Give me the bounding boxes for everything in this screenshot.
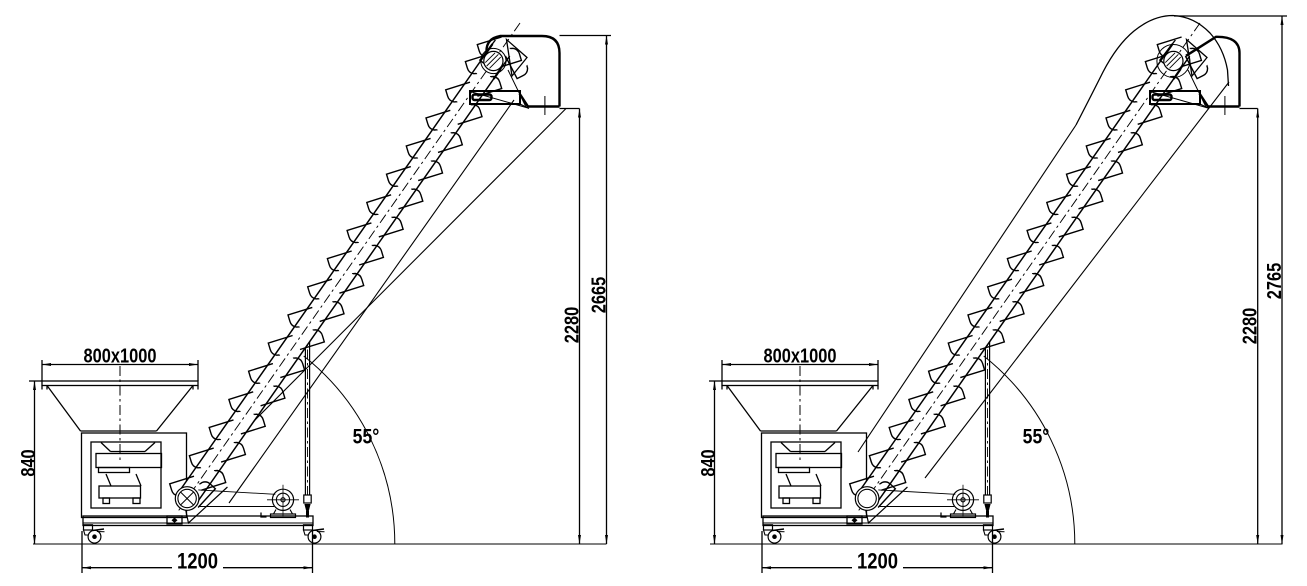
svg-text:800x1000: 800x1000 [764, 344, 837, 367]
svg-text:55°: 55° [353, 425, 380, 449]
svg-text:55°: 55° [1023, 425, 1050, 449]
svg-text:2665: 2665 [587, 277, 610, 313]
svg-text:800x1000: 800x1000 [84, 344, 157, 367]
svg-text:1200: 1200 [177, 550, 218, 574]
svg-text:840: 840 [696, 449, 719, 476]
svg-text:1200: 1200 [857, 550, 898, 574]
svg-text:2765: 2765 [1262, 263, 1285, 299]
svg-text:2280: 2280 [1238, 308, 1261, 344]
svg-text:2280: 2280 [560, 307, 583, 343]
svg-text:840: 840 [16, 449, 39, 476]
